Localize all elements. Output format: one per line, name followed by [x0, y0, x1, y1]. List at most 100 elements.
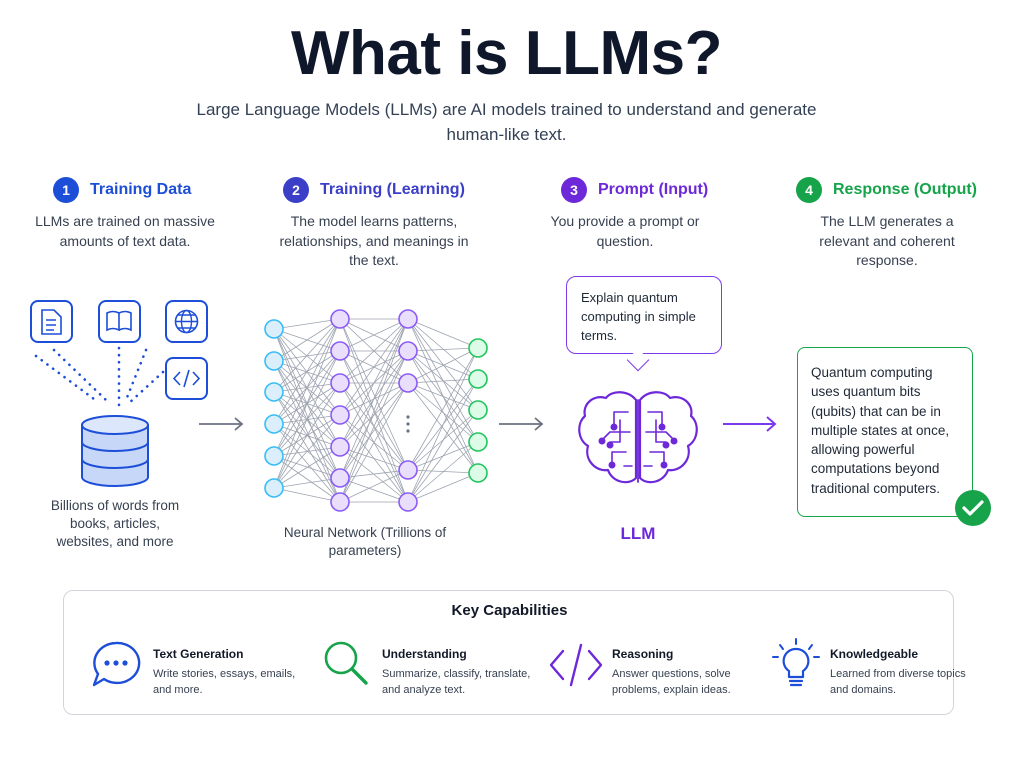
response-text: Quantum computing uses quantum bits (qub… [811, 365, 950, 496]
step-3-description: You provide a prompt or question. [550, 213, 700, 249]
step-3-title: Prompt (Input) [598, 181, 709, 198]
network-edge [407, 382, 479, 411]
network-edge [407, 318, 479, 349]
network-edge [339, 318, 409, 352]
network-node [330, 405, 350, 425]
network-node [398, 373, 418, 393]
step-2-description: The model learns patterns, relationships… [279, 213, 469, 268]
network-edge [273, 318, 341, 330]
step-1-header: 1 Training Data [53, 176, 191, 204]
network-edge [273, 318, 341, 489]
network-node [398, 309, 418, 329]
step-4-description: The LLM generates a relevant and coheren… [819, 213, 955, 268]
capability-description: Write stories, essays, emails, and more. [153, 668, 296, 696]
network-node [330, 309, 350, 329]
network-caption: Neural Network (Trillions of parameters) [283, 525, 447, 558]
capability-description: Summarize, classify, translate, and anal… [382, 668, 531, 696]
capability-reasoning: Reasoning Answer questions, solve proble… [548, 637, 758, 697]
network-edge [273, 487, 341, 503]
capability-name: Knowledgeable [830, 647, 919, 661]
network-node [264, 446, 284, 466]
chat-bubble-icon [92, 641, 141, 687]
network-edge [273, 318, 341, 362]
network-node [330, 492, 350, 512]
network-node [468, 338, 488, 358]
prompt-bubble: Explain quantum computing in simple term… [566, 276, 722, 354]
network-edge [339, 318, 409, 448]
llm-label: LLM [620, 524, 656, 543]
database-icon [81, 415, 149, 487]
capabilities-title: Key Capabilities [451, 602, 568, 619]
capability-knowledgeable: Knowledgeable Learned from diverse topic… [768, 637, 966, 697]
network-edge [407, 382, 479, 443]
step-4-title: Response (Output) [833, 181, 977, 198]
code-brackets-icon [549, 643, 603, 687]
step-3-number: 3 [561, 177, 587, 203]
page-subtitle: Large Language Models (LLMs) are AI mode… [196, 100, 817, 144]
document-icon [30, 300, 73, 343]
network-edge [273, 318, 341, 393]
step-4-header: 4 Response (Output) [796, 176, 977, 204]
capability-description: Learned from diverse topics and domains. [830, 668, 966, 696]
capabilities-panel: Key Capabilities Text Generation Write s… [63, 590, 966, 715]
network-edge [273, 391, 341, 503]
network-edge [407, 347, 479, 384]
network-edge [339, 318, 409, 479]
network-edge [273, 360, 341, 503]
network-node [468, 432, 488, 452]
network-edge [273, 318, 341, 425]
network-edge [407, 347, 479, 471]
network-edge [339, 469, 409, 503]
prompt-text: Explain quantum computing in simple term… [581, 290, 696, 343]
data-stream-dots [34, 346, 165, 407]
step-2-header: 2 Training (Learning) [283, 176, 465, 204]
network-edge [407, 318, 479, 411]
arrow-llm-to-response [723, 416, 777, 432]
network-edge [407, 378, 479, 503]
network-edge [273, 350, 341, 489]
magnifier-icon [324, 641, 368, 685]
training-data-caption: Billions of words from books, articles, … [50, 498, 180, 549]
step-1-number: 1 [53, 177, 79, 203]
network-edge [339, 477, 409, 503]
step-2-title: Training (Learning) [320, 181, 465, 198]
capability-understanding: Understanding Summarize, classify, trans… [320, 637, 530, 697]
brain-icon [578, 391, 698, 484]
network-edge [273, 446, 341, 489]
capability-text-generation: Text Generation Write stories, essays, e… [88, 637, 295, 697]
network-edge [273, 477, 341, 489]
capability-name: Text Generation [153, 647, 244, 661]
globe-icon [165, 300, 208, 343]
network-node [330, 468, 350, 488]
network-nodes [264, 309, 488, 512]
network-edge [407, 472, 479, 503]
network-edge [273, 318, 341, 457]
response-box: Quantum computing uses quantum bits (qub… [797, 347, 973, 517]
step-1-title: Training Data [90, 181, 192, 198]
network-edge [407, 347, 479, 503]
network-edge [407, 441, 479, 503]
check-icon [955, 490, 991, 526]
capability-description: Answer questions, solve problems, explai… [612, 668, 731, 696]
network-edge [339, 350, 409, 503]
step-1-description: LLMs are trained on massive amounts of t… [35, 213, 215, 249]
network-edge [339, 318, 409, 416]
network-edge [407, 350, 479, 411]
network-node [468, 400, 488, 420]
arrow-network-to-llm [499, 417, 544, 431]
network-node [330, 437, 350, 457]
network-edge [339, 382, 409, 479]
network-node [398, 460, 418, 480]
network-node [468, 463, 488, 483]
network-node [264, 351, 284, 371]
capability-name: Understanding [382, 647, 467, 661]
network-edge [407, 378, 479, 384]
capability-name: Reasoning [612, 647, 674, 661]
network-node [330, 341, 350, 361]
arrow-data-to-network [199, 417, 244, 431]
hidden-layer-ellipsis [406, 415, 410, 433]
network-node [264, 478, 284, 498]
network-node [264, 319, 284, 339]
network-edge [339, 318, 409, 503]
